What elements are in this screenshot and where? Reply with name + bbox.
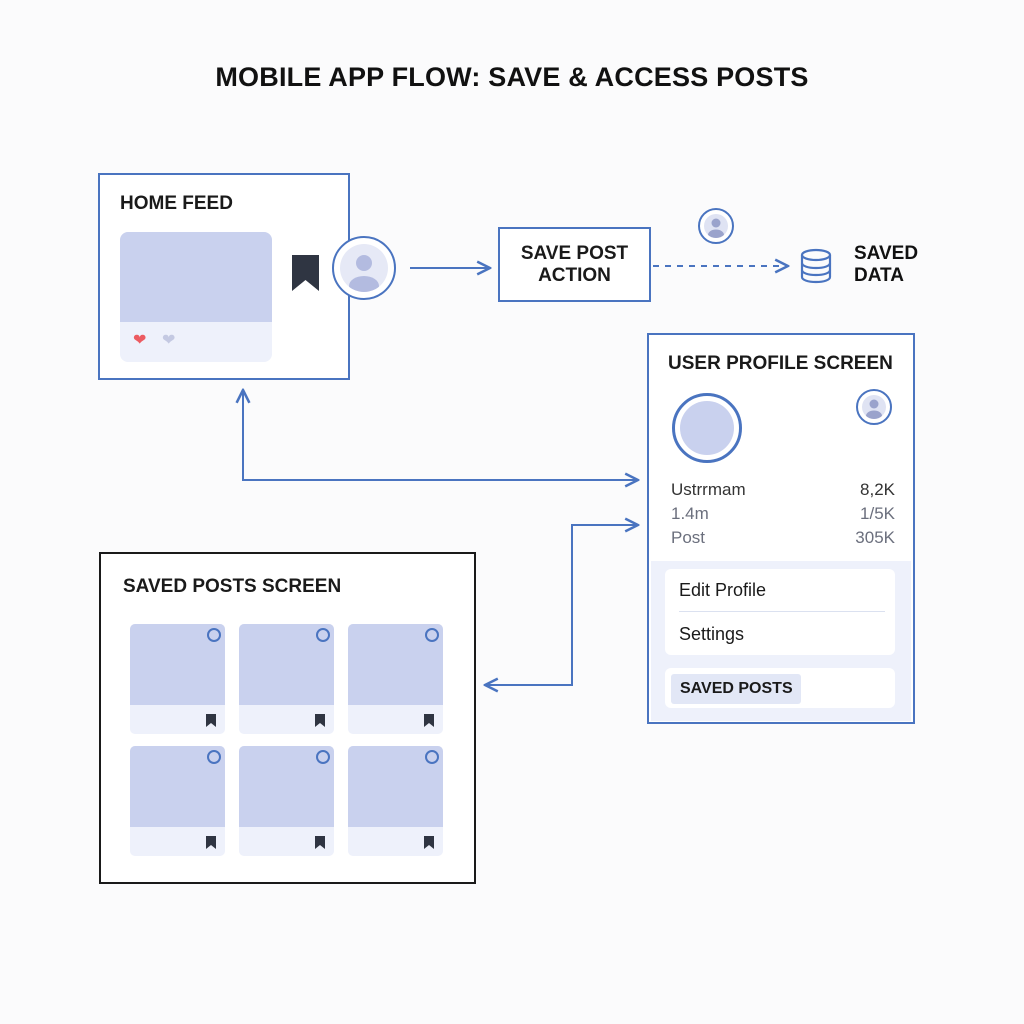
menu-divider [679,611,885,612]
bookmark-icon[interactable] [292,255,319,291]
select-circle-icon[interactable] [316,750,330,764]
user-icon[interactable] [856,389,892,425]
saved-posts-button[interactable]: SAVED POSTS [671,674,801,704]
saved-post-thumbnail[interactable] [239,624,334,734]
select-circle-icon[interactable] [207,750,221,764]
arrow-profile-saved [485,525,638,685]
select-circle-icon[interactable] [316,628,330,642]
feed-post-card[interactable]: ❤ ❤ [120,232,272,362]
saved-post-thumbnail[interactable] [348,624,443,734]
select-circle-icon[interactable] [425,628,439,642]
home-feed-title: HOME FEED [120,193,233,214]
user-avatar-icon[interactable] [332,236,396,300]
saved-post-thumbnail[interactable] [130,746,225,856]
profile-menu: Edit Profile Settings [665,569,895,655]
bookmark-icon[interactable] [424,714,434,727]
user-icon [698,208,734,244]
post-image-placeholder [120,232,272,322]
select-circle-icon[interactable] [425,750,439,764]
save-post-action-box: SAVE POST ACTION [498,227,651,302]
profile-avatar[interactable] [672,393,742,463]
bookmark-icon[interactable] [315,836,325,849]
user-icon [349,255,379,292]
diagram-title: MOBILE APP FLOW: SAVE & ACCESS POSTS [215,62,809,92]
saved-post-thumbnail[interactable] [348,746,443,856]
settings-item[interactable]: Settings [679,624,745,644]
saved-posts-card: SAVED POSTS [665,668,895,708]
saved-post-thumbnail[interactable] [239,746,334,856]
bookmark-icon[interactable] [206,836,216,849]
arrow-profile-home [243,390,638,480]
saved-post-thumbnail[interactable] [130,624,225,734]
bookmark-icon[interactable] [315,714,325,727]
heart-icon[interactable]: ❤ [133,332,147,349]
edit-profile-item[interactable]: Edit Profile [679,580,767,600]
saved-posts-screen-box: SAVED POSTS SCREEN [99,552,476,884]
profile-title: USER PROFILE SCREEN [668,353,893,374]
heart-outline-icon[interactable]: ❤ [162,332,176,349]
saved-posts-title: SAVED POSTS SCREEN [123,576,342,597]
bookmark-icon[interactable] [206,714,216,727]
save-post-action-label: SAVE POST ACTION [520,243,629,286]
database-icon [800,248,832,284]
select-circle-icon[interactable] [207,628,221,642]
saved-data-label: SAVED DATA [854,243,919,286]
bookmark-icon[interactable] [424,836,434,849]
